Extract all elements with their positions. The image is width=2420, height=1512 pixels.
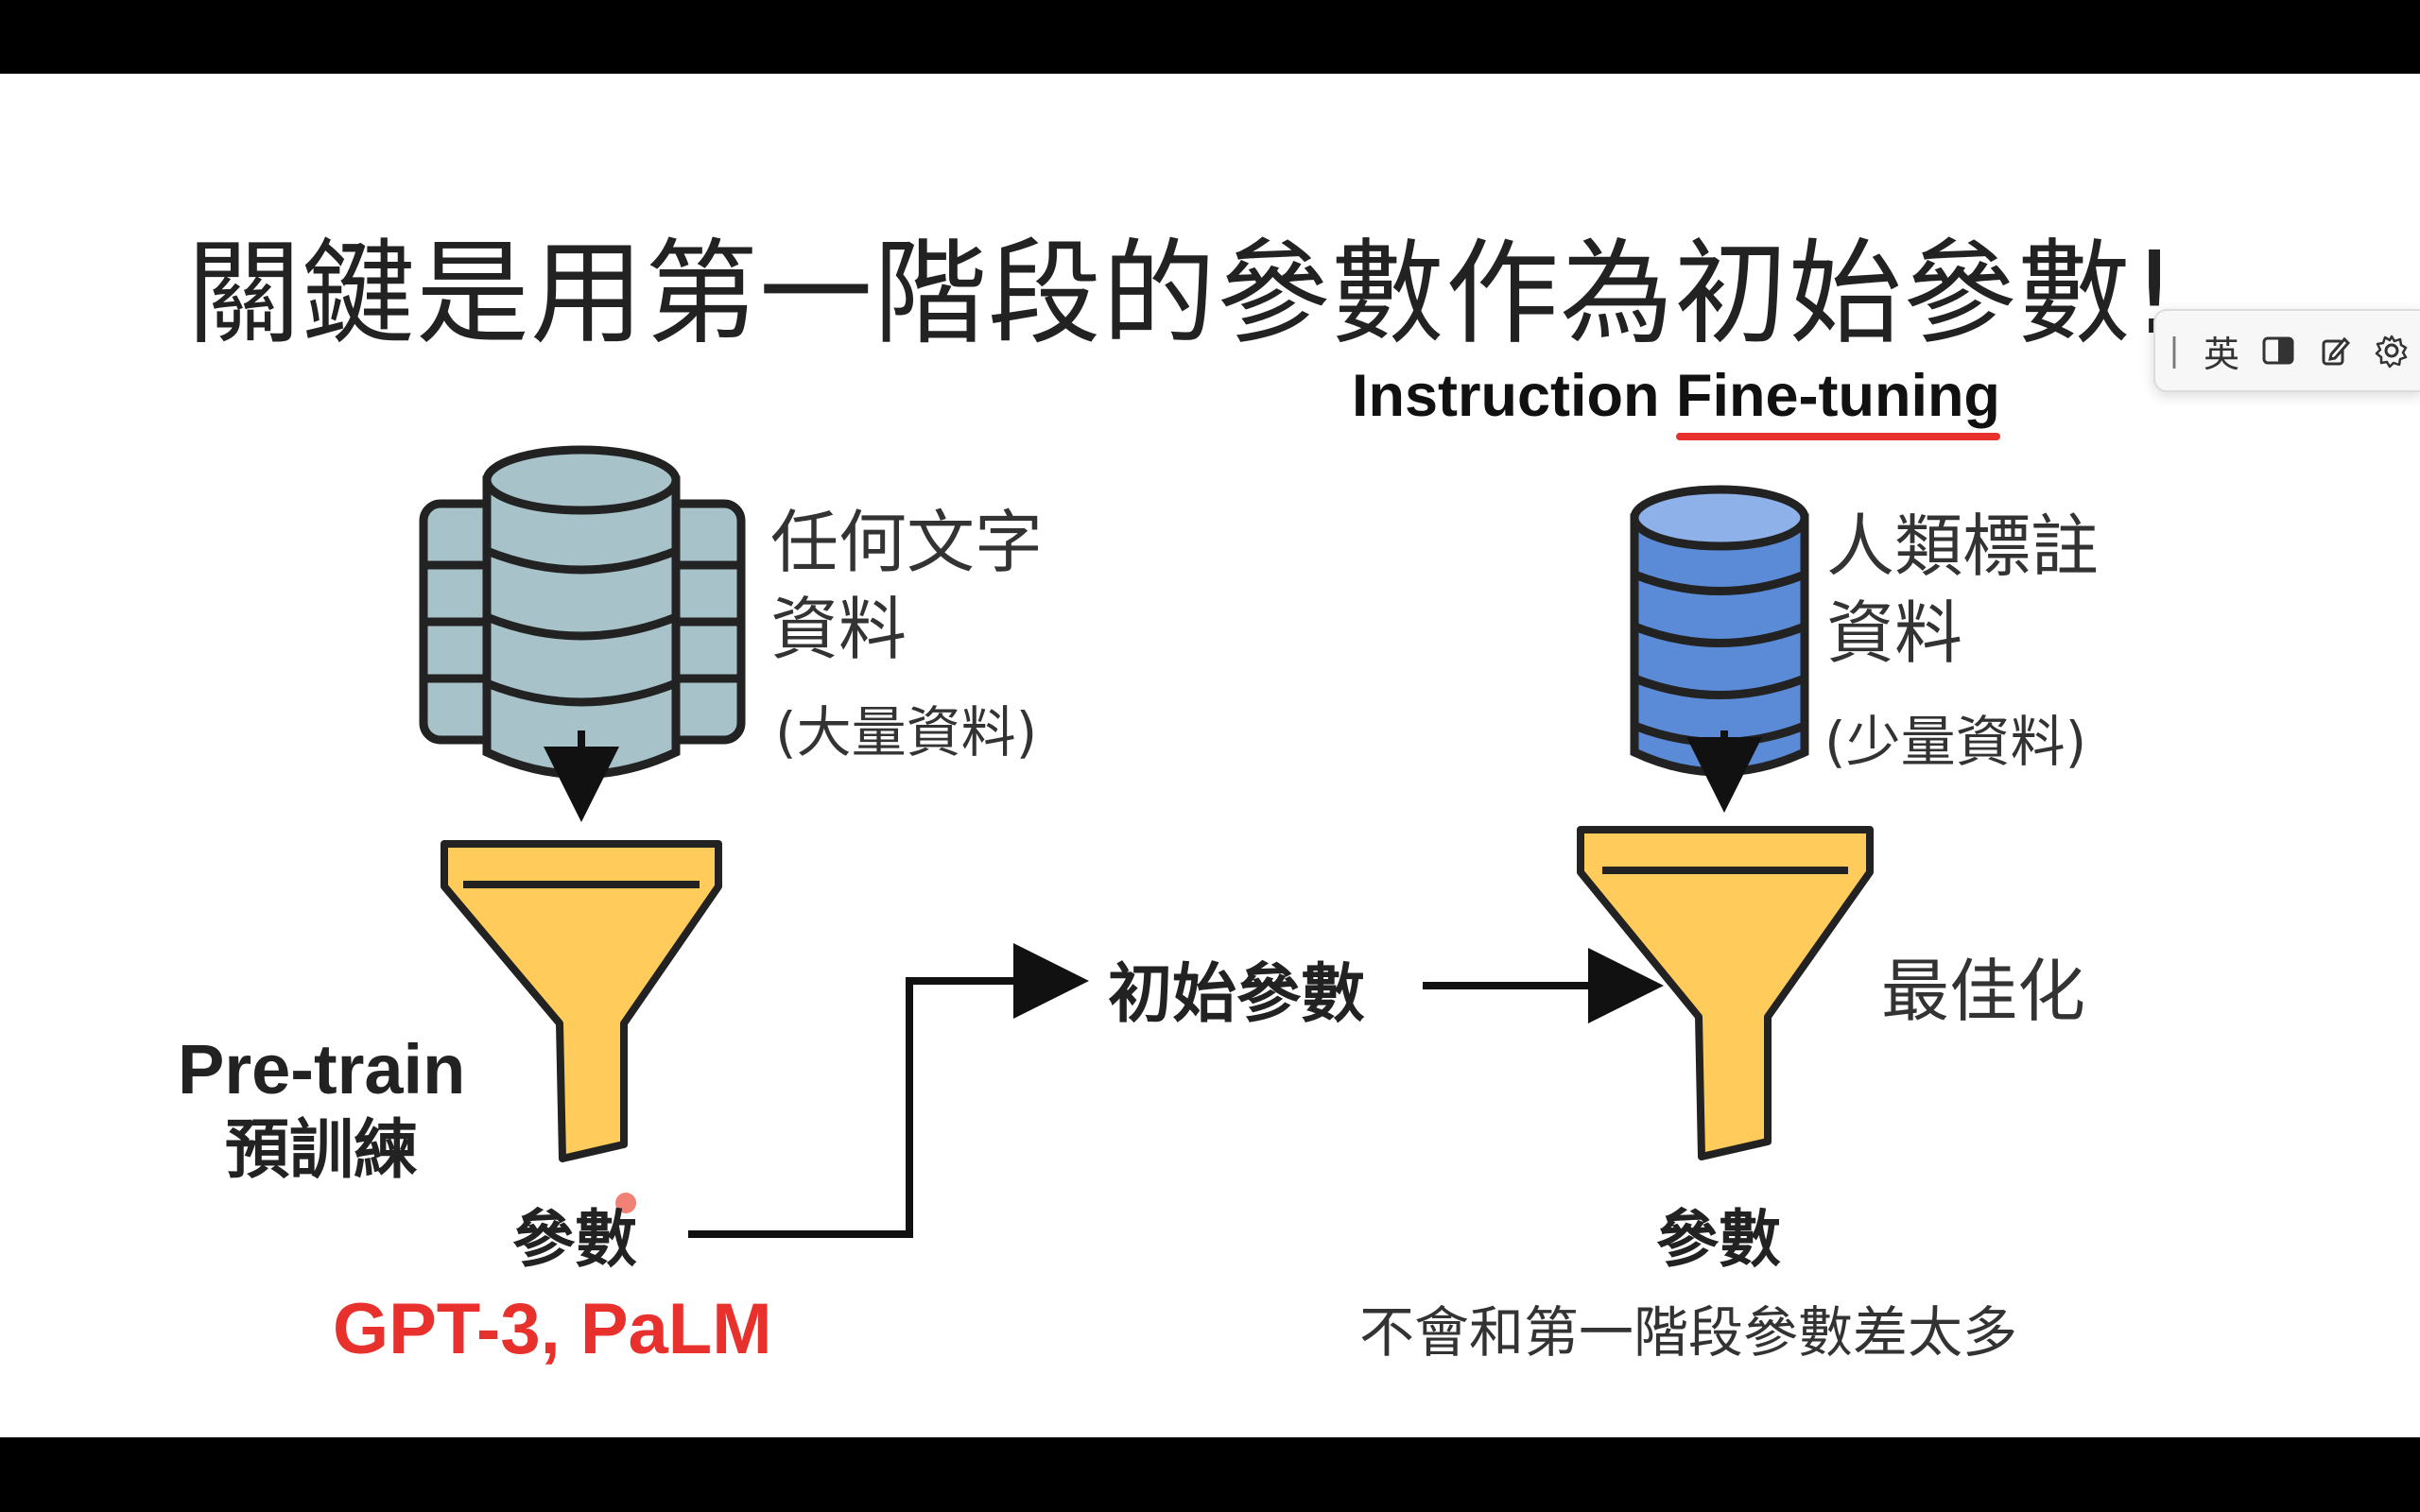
pointer-dot (615, 1193, 636, 1213)
tools-icon[interactable] (2307, 322, 2363, 379)
slide: 關鍵是用第一階段的參數作為初始參數! Instruction Fine-tuni… (0, 74, 2420, 1437)
left-data-label-line2: 資料 (770, 590, 908, 669)
optimize-label: 最佳化 (1881, 952, 2086, 1031)
instruction-word: Instruction (1352, 363, 1660, 429)
params-connector-arrow (688, 943, 1089, 1238)
half-width-icon[interactable] (2250, 322, 2307, 379)
finetuning-underlined-word: Fine-tuning (1676, 363, 2000, 429)
left-data-label-line1: 任何文字 (770, 503, 1044, 582)
right-data-label-line2: 資料 (1826, 593, 1963, 673)
settings-gear-icon[interactable] (2363, 322, 2420, 379)
input-language-toggle[interactable]: 英 (2203, 333, 2239, 375)
instruction-finetuning-heading: Instruction Fine-tuning (1352, 362, 2000, 430)
right-data-amount: (少量資料) (1824, 710, 2087, 774)
small-database-icon (1630, 485, 1809, 777)
right-funnel-icon (1577, 826, 1874, 1160)
params-note: 不會和第一階段參數差太多 (1359, 1300, 2018, 1365)
right-data-label-line1: 人類標註 (1826, 507, 2100, 586)
left-funnel-icon (441, 840, 722, 1162)
large-database-icon (419, 445, 746, 779)
left-data-amount: (大量資料) (775, 700, 1038, 765)
init-params-label: 初始參數 (1108, 957, 1366, 1032)
pretrain-label: Pre-train (178, 1030, 466, 1108)
diagram-canvas (419, 445, 1874, 1238)
models-label: GPT-3, PaLM (333, 1289, 772, 1369)
pretrain-label-zh: 預訓練 (225, 1113, 419, 1188)
drag-handle-icon[interactable]: | (2169, 332, 2180, 369)
right-params-label: 參數 (1656, 1203, 1781, 1276)
slide-title: 關鍵是用第一階段的參數作為初始參數! (187, 229, 2179, 360)
left-params-label: 參數 (512, 1203, 637, 1276)
ime-toolbar[interactable]: | 英 (2153, 309, 2420, 392)
